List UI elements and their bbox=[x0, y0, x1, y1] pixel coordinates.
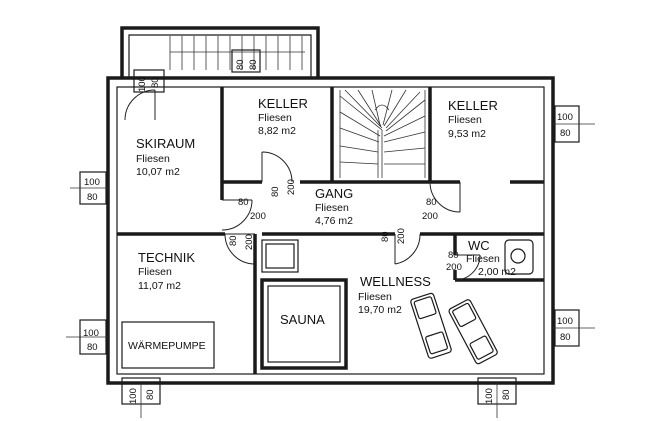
windows bbox=[66, 49, 595, 418]
dim-gang-right-80: 80 bbox=[426, 197, 437, 208]
outer-stair-enclosure bbox=[120, 26, 320, 78]
door-wellness bbox=[394, 233, 421, 265]
room-name-waermepumpe: WÄRMEPUMPE bbox=[128, 340, 206, 352]
dim-keller-top-80a: 80 bbox=[235, 59, 246, 70]
room-area-keller-right: 9,53 m2 bbox=[448, 128, 486, 140]
dim-wellness-door-80: 80 bbox=[380, 231, 391, 242]
fixtures bbox=[121, 239, 534, 370]
doors bbox=[124, 89, 481, 281]
outer-stair-steps bbox=[169, 36, 305, 70]
room-area-technik: 11,07 m2 bbox=[138, 280, 181, 292]
dim-technik-bottom-100: 100 bbox=[128, 388, 139, 404]
internal-staircase bbox=[339, 89, 426, 178]
room-name-keller-left: KELLER bbox=[258, 96, 308, 111]
dim-gang-left-80: 80 bbox=[238, 197, 249, 208]
dim-keller1-door-80: 80 bbox=[270, 186, 281, 197]
room-floor-keller-right: Fliesen bbox=[448, 114, 482, 126]
room-area-wc: 2,00 m2 bbox=[478, 266, 516, 278]
room-area-skiraum: 10,07 m2 bbox=[136, 166, 180, 178]
dim-keller2-right-80: 80 bbox=[560, 128, 571, 139]
room-name-wellness: WELLNESS bbox=[360, 274, 431, 289]
dim-wellness-right-100: 100 bbox=[557, 316, 573, 327]
dim-gang-left-200: 200 bbox=[250, 211, 266, 222]
room-floor-wc: Fliesen bbox=[466, 253, 500, 265]
door-skiraum-top bbox=[124, 89, 156, 121]
door-keller1 bbox=[261, 151, 293, 183]
dimension-labels: 100 80 80 80 100 80 100 80 80 200 80 200… bbox=[83, 59, 573, 404]
room-area-keller-left: 8,82 m2 bbox=[258, 125, 296, 137]
dim-wellness-door-200: 200 bbox=[396, 228, 407, 244]
dim-gang-right-200: 200 bbox=[422, 211, 438, 222]
lounge-chair-2 bbox=[448, 299, 498, 365]
dim-skiraum-left-100: 100 bbox=[84, 177, 100, 188]
room-name-skiraum: SKIRAUM bbox=[136, 136, 195, 151]
sauna-cabin bbox=[260, 278, 348, 370]
room-area-gang: 4,76 m2 bbox=[315, 215, 353, 227]
lounge-chair-1 bbox=[410, 292, 452, 359]
door-technik bbox=[224, 233, 256, 265]
dim-wellness-bottom-80: 80 bbox=[501, 389, 512, 400]
dim-wellness-right-80: 80 bbox=[560, 332, 571, 343]
dim-wellness-bottom-100: 100 bbox=[484, 388, 495, 404]
dim-technik-door-80: 80 bbox=[228, 235, 239, 246]
dim-wc-door-80: 80 bbox=[448, 250, 459, 261]
room-name-wc: WC bbox=[468, 238, 490, 253]
room-labels: KELLER Fliesen 8,82 m2 KELLER Fliesen 9,… bbox=[128, 96, 516, 352]
room-floor-technik: Fliesen bbox=[138, 266, 172, 278]
dim-keller1-door-200: 200 bbox=[286, 179, 297, 195]
dim-keller-top-80b: 80 bbox=[248, 59, 259, 70]
door-wc bbox=[454, 254, 481, 281]
window-skiraum-top bbox=[133, 69, 165, 93]
wc-toilet bbox=[504, 239, 534, 275]
room-area-wellness: 19,70 m2 bbox=[358, 304, 402, 316]
dim-wc-door-200: 200 bbox=[446, 262, 462, 273]
window-keller1-top bbox=[231, 49, 261, 73]
shower-box bbox=[261, 239, 299, 273]
room-name-technik: TECHNIK bbox=[138, 250, 195, 265]
dim-skiraum-left-80: 80 bbox=[87, 192, 98, 203]
shower-inner bbox=[265, 243, 295, 269]
room-floor-gang: Fliesen bbox=[315, 202, 349, 214]
dim-technik-door-200: 200 bbox=[244, 234, 255, 250]
room-name-sauna: SAUNA bbox=[280, 312, 325, 327]
room-name-gang: GANG bbox=[315, 186, 353, 201]
room-floor-wellness: Fliesen bbox=[358, 291, 392, 303]
door-keller2 bbox=[429, 181, 461, 213]
room-floor-skiraum: Fliesen bbox=[136, 153, 170, 165]
dim-skiraum-top-80: 80 bbox=[150, 77, 161, 88]
dim-keller2-right-100: 100 bbox=[557, 112, 573, 123]
room-floor-keller-left: Fliesen bbox=[258, 112, 292, 124]
waermepumpe-unit bbox=[121, 321, 215, 369]
door-skiraum-gang bbox=[221, 199, 253, 231]
room-name-keller-right: KELLER bbox=[448, 98, 498, 113]
dim-skiraum-top-100: 100 bbox=[137, 76, 148, 92]
dim-technik-left-100: 100 bbox=[83, 328, 99, 339]
interior-walls bbox=[117, 87, 544, 374]
dim-technik-bottom-80: 80 bbox=[145, 389, 156, 400]
dim-technik-left-80: 80 bbox=[87, 342, 98, 353]
